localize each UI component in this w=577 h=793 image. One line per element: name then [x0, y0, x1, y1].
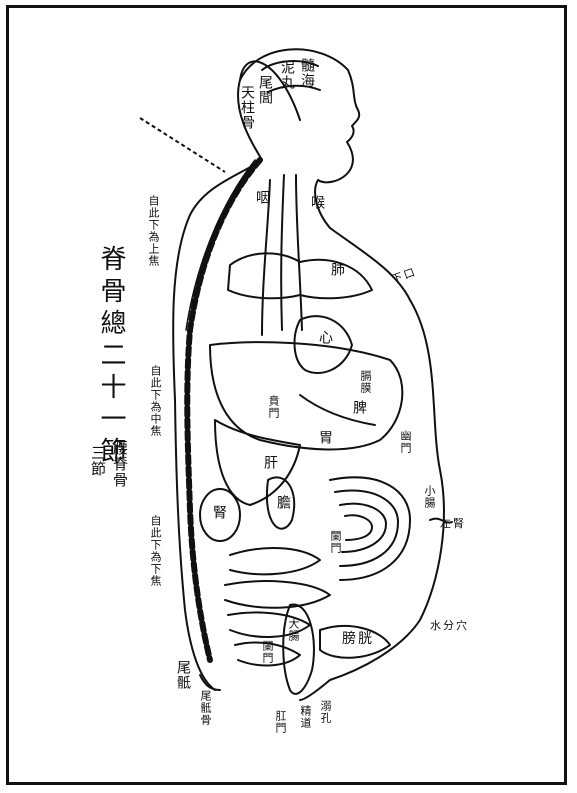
label-spine-top: 天柱骨: [240, 85, 254, 130]
label-pharynx: 咽: [255, 190, 269, 205]
label-gall: 膽: [276, 495, 290, 510]
label-upper-burner: 自此下為上焦: [148, 195, 159, 267]
trachea: [281, 175, 284, 330]
label-heart: 心: [318, 330, 332, 345]
liver: [215, 420, 300, 505]
label-larynx: 喉: [310, 195, 324, 210]
label-coccyx: 尾骶骨: [200, 690, 211, 726]
label-kidney: 腎: [212, 505, 226, 520]
label-lanmen: 闌門: [330, 530, 341, 554]
label-pylorus: 幽門: [400, 430, 411, 454]
body-outline: [173, 61, 300, 690]
label-bladder: 膀胱: [342, 632, 374, 646]
label-cardia: 賁門: [268, 395, 279, 419]
title-note: 三節: [90, 445, 105, 477]
label-left-kidney: 左腎: [440, 518, 466, 529]
label-head-c: 尾閭: [258, 75, 272, 105]
label-spleen: 脾: [352, 400, 366, 415]
label-liver: 肝: [263, 455, 277, 470]
stomach: [210, 342, 402, 449]
label-diaphragm: 膈膜: [360, 370, 371, 394]
label-tailbone: 尾骶: [176, 660, 190, 690]
label-front-b: 精道: [300, 705, 311, 729]
page-title: 脊骨總二十一節: [98, 245, 124, 469]
label-lung: 肺: [330, 262, 344, 277]
label-anus: 肛門: [275, 710, 286, 734]
label-front-c: 溺孔: [320, 700, 331, 724]
label-rectum-gate: 闌門: [262, 640, 273, 664]
label-stomach: 胃: [318, 430, 332, 445]
label-middle-burner: 自此下為中焦: [150, 365, 161, 437]
label-head-b: 髓海: [300, 58, 314, 88]
label-head-a: 泥丸: [280, 60, 294, 90]
title-note-2: 腰脊骨: [112, 440, 127, 488]
label-right-note: 水分穴: [430, 620, 469, 631]
label-small-intestine: 小腸: [424, 485, 435, 509]
label-large-intestine: 大腸: [288, 618, 299, 642]
label-lower-burner: 自此下為下焦: [150, 515, 161, 587]
